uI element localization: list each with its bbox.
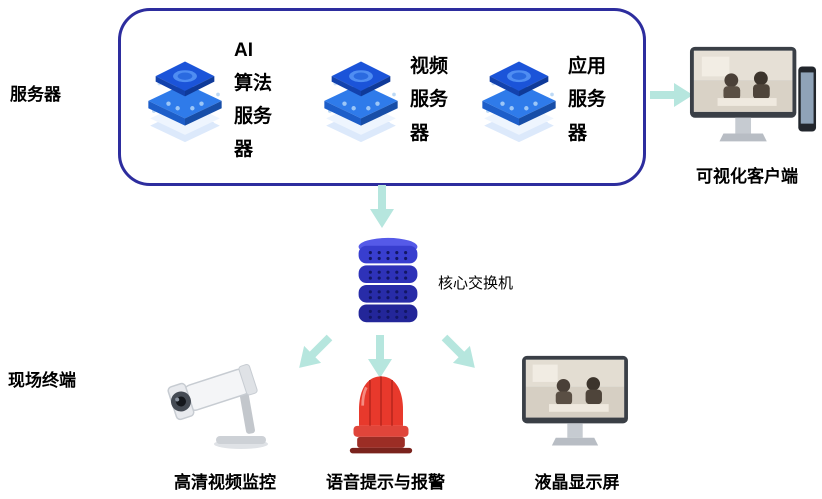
server-chip-icon xyxy=(141,56,229,144)
core-switch-label: 核心交换机 xyxy=(438,275,514,292)
arrow-servers-to-client xyxy=(650,82,694,108)
application-server-label: 应用 服务 器 xyxy=(568,56,607,144)
ai-server-label: AI 算法 服务 器 xyxy=(234,39,273,161)
cctv-camera-icon xyxy=(158,350,278,458)
server-chip-icon xyxy=(317,56,405,144)
server-chip-icon xyxy=(475,56,563,144)
application-server-node: 应用 服务 器 xyxy=(475,15,606,185)
field-terminals-group-label: 现场终端 xyxy=(8,371,76,390)
desktop-with-phone-icon xyxy=(688,44,818,156)
arrow-switch-to-lcd xyxy=(435,328,484,377)
video-server-node: 视频 服务 器 xyxy=(317,15,448,185)
video-server-label: 视频 服务 器 xyxy=(410,56,449,144)
server-group-box: AI 算法 服务 器 xyxy=(118,8,646,186)
client-label: 可视化客户端 xyxy=(696,167,798,186)
arrow-switch-to-alarm xyxy=(367,335,393,379)
camera-label: 高清视频监控 xyxy=(174,473,276,492)
arrow-servers-to-switch xyxy=(369,185,395,229)
alarm-label: 语音提示与报警 xyxy=(326,473,445,492)
ai-algorithm-server-node: AI 算法 服务 器 xyxy=(141,15,272,185)
lcd-monitor-icon xyxy=(520,354,630,458)
switch-stack-icon xyxy=(346,234,430,332)
servers-group-label: 服务器 xyxy=(10,85,61,104)
arrow-switch-to-camera xyxy=(289,328,338,377)
lcd-label: 液晶显示屏 xyxy=(534,473,620,492)
alarm-siren-icon xyxy=(348,370,414,456)
